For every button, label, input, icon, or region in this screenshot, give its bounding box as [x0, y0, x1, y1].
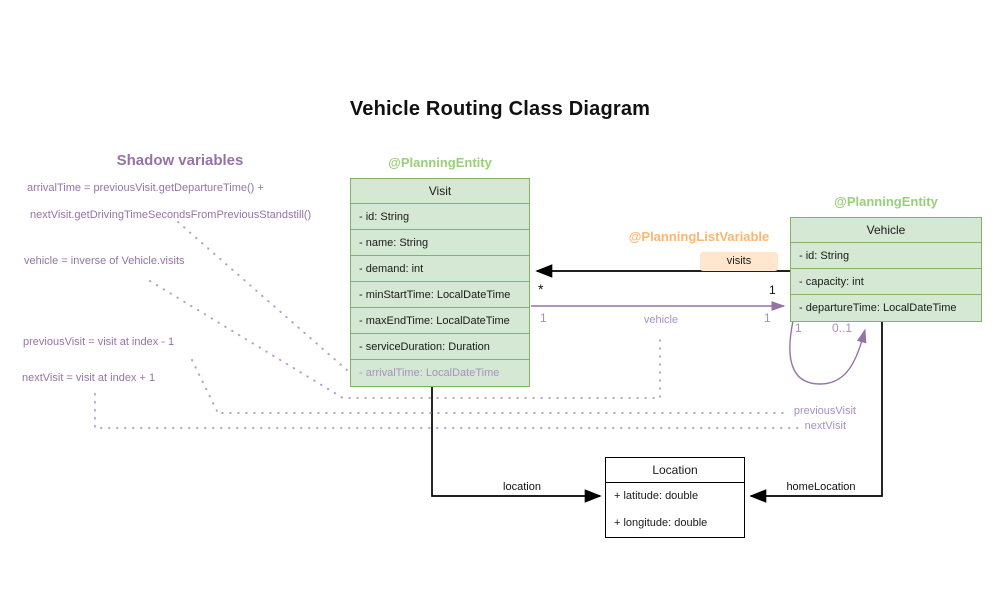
vehicle-class-name: Vehicle — [791, 218, 981, 243]
vehicle-self-loop-arrow — [789, 320, 867, 385]
shadow-variables-heading: Shadow variables — [116, 152, 244, 169]
visit-attr-arrivaltime: - arrivalTime: LocalDateTime — [359, 367, 500, 379]
previousvisit-edge-label: previousVisit — [793, 405, 856, 417]
shadow-formula-nextvisit: nextVisit = visit at index + 1 — [22, 372, 156, 384]
location-edge-label: location — [503, 481, 541, 493]
visit-class-name: Visit — [351, 179, 529, 204]
vehicle-edge-multiplicity-right: 1 — [764, 311, 771, 325]
visit-attr-serviceduration: - serviceDuration: Duration — [351, 334, 529, 360]
previousvisit-dotted-connector — [191, 359, 789, 414]
location-class-box: Location + latitude: double + longitude:… — [605, 457, 745, 538]
visit-attr-maxendtime: - maxEndTime: LocalDateTime — [351, 308, 529, 334]
homelocation-edge-label: homeLocation — [786, 481, 856, 493]
nextvisit-dotted-connector — [94, 393, 800, 429]
self-loop-multiplicity-zero-one: 0..1 — [832, 321, 853, 335]
planning-list-variable-annotation: @PlanningListVariable — [628, 229, 770, 244]
arrivaltime-dotted-connector — [177, 221, 349, 372]
visit-attr-name: - name: String — [351, 230, 529, 256]
location-association-arrow — [431, 386, 602, 503]
vehicle-attr-departuretime: - departureTime: LocalDateTime — [799, 302, 957, 314]
shadow-formula-arrivaltime-cont: nextVisit.getDrivingTimeSecondsFromPrevi… — [30, 209, 312, 221]
diagram-title: Vehicle Routing Class Diagram — [349, 98, 651, 120]
visit-attr-id: - id: String — [351, 204, 529, 230]
shadow-formula-arrivaltime: arrivalTime = previousVisit.getDeparture… — [27, 182, 264, 194]
visit-class-box: Visit - id: String - name: String - dema… — [350, 178, 530, 387]
nextvisit-edge-label: nextVisit — [804, 420, 846, 432]
vehicle-planning-entity-annotation: @PlanningEntity — [834, 194, 938, 209]
vehicle-dotted-connector — [149, 280, 661, 399]
vehicle-attr-capacity: - capacity: int — [791, 269, 981, 295]
shadow-formula-vehicle: vehicle = inverse of Vehicle.visits — [24, 255, 185, 267]
vehicle-class-box: Vehicle - id: String - capacity: int - d… — [790, 217, 982, 322]
vehicle-attr-id: - id: String — [791, 243, 981, 269]
homelocation-association-arrow — [749, 321, 883, 503]
visits-multiplicity-star: * — [538, 281, 544, 297]
shadow-formula-previousvisit: previousVisit = visit at index - 1 — [23, 336, 175, 348]
visit-planning-entity-annotation: @PlanningEntity — [388, 155, 492, 170]
location-attr-latitude: + latitude: double — [614, 490, 699, 502]
location-attr-longitude: + longitude: double — [614, 517, 708, 529]
vehicle-edge-label: vehicle — [643, 314, 679, 326]
visits-multiplicity-one: 1 — [769, 283, 776, 297]
vehicle-edge-multiplicity-left: 1 — [540, 311, 547, 325]
visit-attr-demand: - demand: int — [351, 256, 529, 282]
visit-attr-minstarttime: - minStartTime: LocalDateTime — [351, 282, 529, 308]
self-loop-multiplicity-one: 1 — [795, 321, 802, 335]
visits-edge-badge: visits — [700, 252, 778, 271]
location-class-name: Location — [606, 458, 744, 483]
